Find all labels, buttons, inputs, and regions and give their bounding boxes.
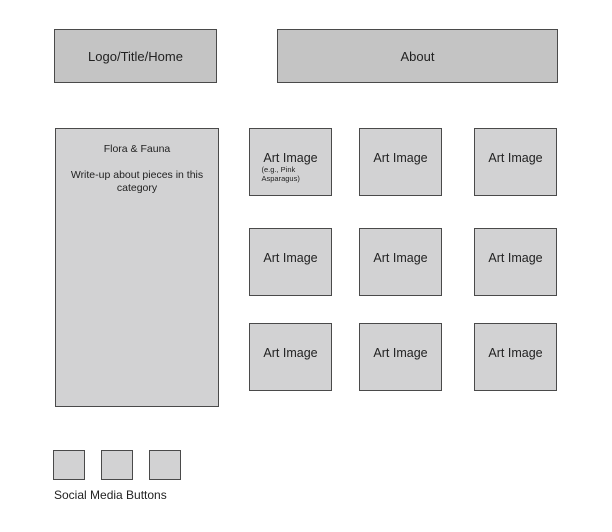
category-writeup: Write-up about pieces in this category [70, 169, 204, 194]
art-image-label: Art Image [373, 346, 428, 360]
art-image-tile[interactable]: Art Image [474, 323, 557, 391]
art-image-label: Art Image [488, 251, 543, 265]
art-image-tile[interactable]: Art Image [474, 128, 557, 196]
art-image-tile[interactable]: Art Image [359, 128, 442, 196]
category-title: Flora & Fauna [103, 143, 171, 155]
art-image-tile[interactable]: Art Image (e.g., Pink Asparagus) [249, 128, 332, 196]
art-image-label: Art Image [263, 251, 318, 265]
art-image-label: Art Image [263, 151, 318, 165]
art-image-tile[interactable]: Art Image [359, 323, 442, 391]
art-image-tile[interactable]: Art Image [359, 228, 442, 296]
art-image-label: Art Image [263, 346, 318, 360]
category-description-panel: Flora & Fauna Write-up about pieces in t… [55, 128, 219, 407]
about-button[interactable]: About [277, 29, 558, 83]
logo-label: Logo/Title/Home [88, 48, 183, 64]
art-image-tile[interactable]: Art Image [474, 228, 557, 296]
social-media-label: Social Media Buttons [54, 488, 167, 502]
art-image-label: Art Image [488, 151, 543, 165]
social-media-button[interactable] [149, 450, 181, 480]
art-image-label: Art Image [373, 251, 428, 265]
art-image-tile[interactable]: Art Image [249, 228, 332, 296]
art-image-label: Art Image [488, 346, 543, 360]
art-image-tile[interactable]: Art Image [249, 323, 332, 391]
social-media-button[interactable] [101, 450, 133, 480]
logo-title-home-button[interactable]: Logo/Title/Home [54, 29, 217, 83]
art-image-note: (e.g., Pink Asparagus) [261, 165, 300, 183]
about-label: About [400, 48, 435, 64]
social-media-button[interactable] [53, 450, 85, 480]
art-image-label: Art Image [373, 151, 428, 165]
